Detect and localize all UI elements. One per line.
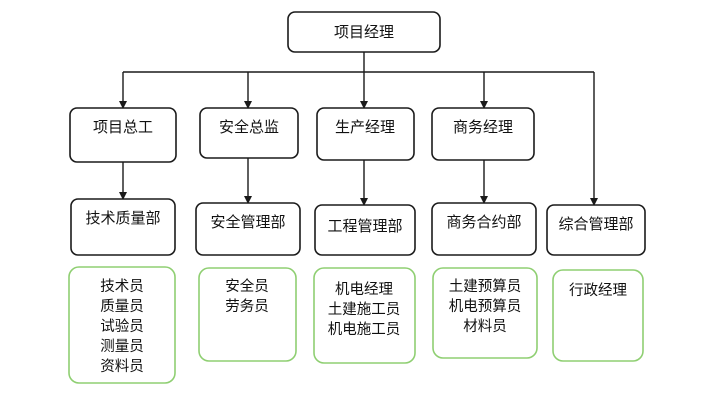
- department-5: 综合管理部: [546, 204, 646, 256]
- staff-item: 试验员: [100, 318, 144, 335]
- manager-1: 项目总工: [69, 107, 177, 163]
- department-1-label: 技术质量部: [85, 209, 160, 227]
- department-4-box: [431, 202, 537, 256]
- department-5-label: 综合管理部: [558, 215, 633, 233]
- department-3: 工程管理部: [314, 204, 416, 256]
- staff-box-5: [552, 269, 644, 362]
- staff-item: 资料员: [100, 358, 144, 375]
- staff-group-4: 土建预算员 机电预算员 材料员: [432, 267, 538, 359]
- root-node: 项目经理: [287, 11, 441, 53]
- connectors: [119, 52, 598, 206]
- staff-group-5: 行政经理: [552, 269, 644, 362]
- staff-item: 技术员: [100, 278, 144, 295]
- manager-3: 生产经理: [316, 107, 415, 161]
- manager-3-box: [316, 107, 415, 161]
- staff-group-3: 机电经理 土建施工员 机电施工员: [313, 267, 416, 364]
- department-5-box: [546, 204, 646, 256]
- manager-4: 商务经理: [431, 107, 535, 161]
- department-2-label: 安全管理部: [210, 213, 285, 231]
- staff-item: 安全员: [225, 277, 269, 295]
- staff-item: 材料员: [463, 318, 507, 335]
- staff-item: 机电经理: [335, 281, 393, 298]
- department-1-box: [70, 198, 176, 256]
- staff-item: 测量员: [100, 338, 144, 355]
- manager-1-label: 项目总工: [93, 118, 153, 136]
- department-3-box: [314, 204, 416, 256]
- staff-box-1: [68, 266, 176, 384]
- staff-group-2: 安全员 劳务员: [198, 267, 297, 362]
- staff-item: 机电施工员: [328, 321, 401, 338]
- staff-item: 机电预算员: [449, 298, 522, 315]
- staff-box-4: [432, 267, 538, 359]
- staff-item: 土建施工员: [328, 301, 401, 318]
- staff-item: 土建预算员: [449, 278, 522, 295]
- manager-3-label: 生产经理: [335, 118, 395, 136]
- staff-item: 劳务员: [225, 298, 269, 315]
- department-4-label: 商务合约部: [446, 213, 521, 231]
- manager-1-box: [69, 107, 177, 163]
- staff-group-1: 技术员 质量员 试验员 测量员 资料员: [68, 266, 176, 384]
- department-4: 商务合约部: [431, 202, 537, 256]
- staff-box-3: [313, 267, 416, 364]
- department-3-label: 工程管理部: [327, 217, 402, 235]
- manager-2-box: [199, 107, 299, 159]
- manager-2: 安全总监: [199, 107, 299, 159]
- manager-4-box: [431, 107, 535, 161]
- department-2: 安全管理部: [195, 202, 301, 256]
- department-2-box: [195, 202, 301, 256]
- staff-item: 行政经理: [569, 282, 627, 299]
- department-1: 技术质量部: [70, 198, 176, 256]
- root-box: [287, 11, 441, 53]
- staff-item: 质量员: [100, 298, 144, 315]
- manager-2-label: 安全总监: [219, 118, 279, 136]
- manager-4-label: 商务经理: [453, 118, 513, 136]
- root-label: 项目经理: [334, 23, 394, 41]
- staff-box-2: [198, 267, 297, 362]
